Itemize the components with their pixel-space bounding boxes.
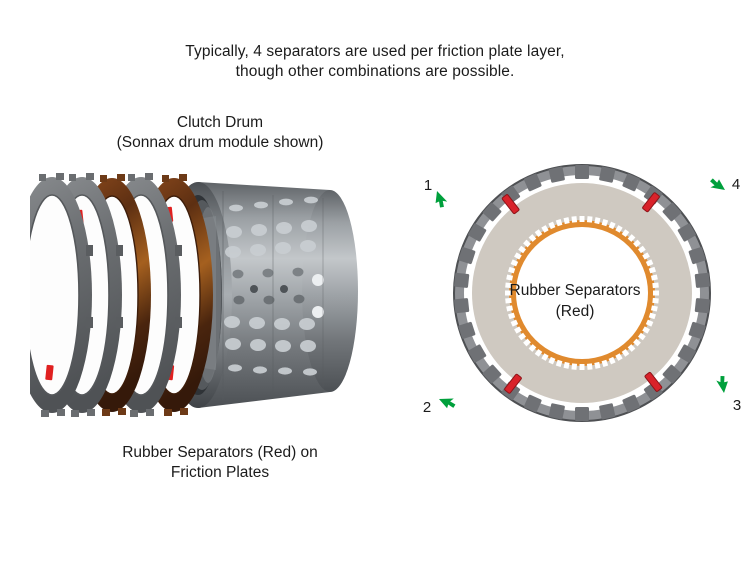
callout-label-4: 4 (732, 176, 740, 193)
steel-plate-1 (30, 172, 94, 418)
callout-arrow-4 (708, 175, 725, 195)
callout-arrow-3 (712, 373, 732, 393)
callout-arrow-1 (432, 191, 450, 210)
drum-holes (224, 196, 318, 376)
separator-marker-1 (501, 194, 520, 215)
drum-mid-holes (232, 267, 324, 318)
callout-label-3: 3 (733, 397, 741, 414)
callout-label-1: 1 (424, 177, 432, 194)
separator-ring-diagram: 1 4 2 3 (423, 164, 741, 422)
ring-inner-teeth (505, 216, 659, 370)
callout-arrow-2 (439, 392, 458, 412)
separator-marker-3 (644, 371, 663, 392)
separator-marker-4 (642, 192, 660, 213)
callout-label-2: 2 (423, 399, 431, 416)
friction-plates-caption: Rubber Separators (Red) on Friction Plat… (122, 444, 318, 482)
ring-outer-teeth (454, 165, 710, 421)
separator-marker-2 (504, 373, 522, 394)
headline-caption: Typically, 4 separators are used per fri… (185, 43, 565, 81)
exploded-clutch-assembly (30, 172, 358, 418)
separator-tab (45, 364, 54, 381)
clutch-drum-title: Clutch Drum (Sonnax drum module shown) (116, 114, 324, 152)
